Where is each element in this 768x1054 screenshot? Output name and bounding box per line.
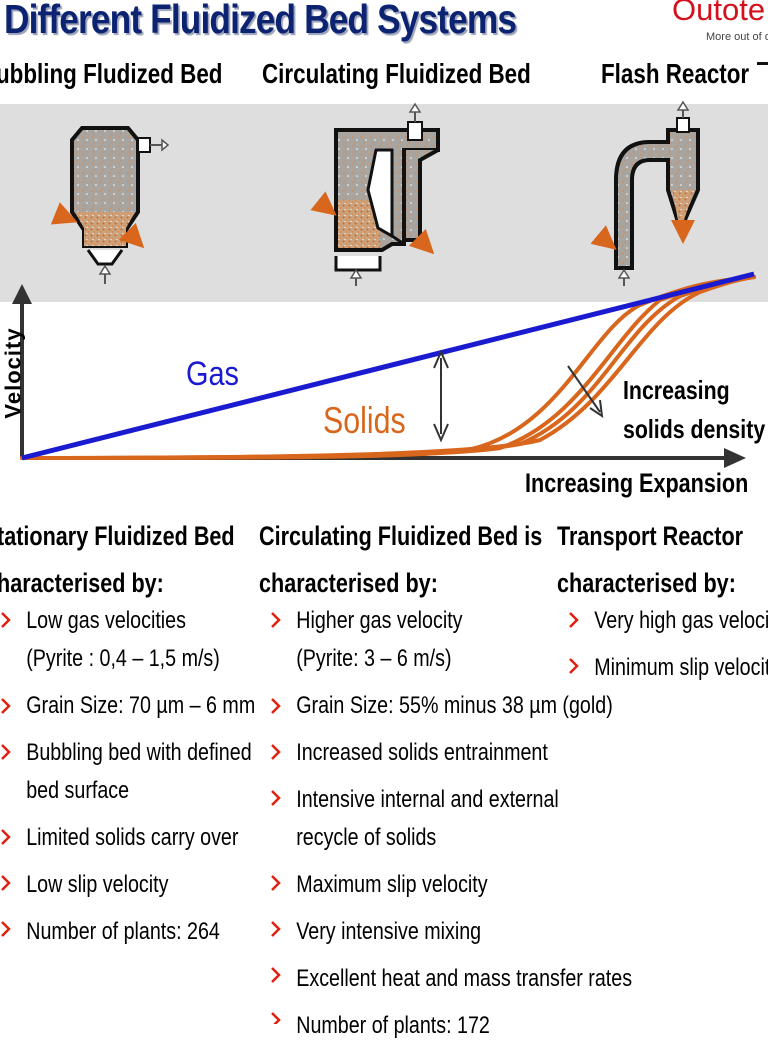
y-axis-label: Velocity	[0, 327, 26, 419]
density-label: Increasing solids density	[623, 371, 765, 449]
solids-label: Solids	[323, 400, 406, 441]
circulating-bed-reactor-icon	[310, 102, 440, 286]
list-item: Low slip velocity	[0, 866, 255, 904]
section-heading-transport: Transport Reactor characterised by:	[557, 513, 743, 607]
bullet-text: Intensive internal and external	[296, 786, 559, 813]
bullet-text: Minimum slip velocity	[594, 654, 768, 681]
section-heading-circulating: Circulating Fluidized Bed is characteris…	[259, 513, 542, 607]
bullet-text: Low slip velocity	[26, 871, 169, 898]
logo-tagline: More out of o	[706, 31, 768, 43]
section-heading-line: tationary Fluidized Bed	[0, 521, 235, 551]
bullet-text: Grain Size: 55% minus 38 µm (gold)	[296, 692, 613, 719]
column-header-flash: Flash Reactor	[601, 58, 750, 89]
x-axis-label: Increasing Expansion	[525, 468, 749, 498]
slip-velocity-arrow-icon	[433, 349, 449, 443]
divider	[757, 62, 768, 65]
company-logo: Outote	[672, 0, 766, 27]
bullet-text: Number of plants: 172	[296, 1012, 490, 1039]
list-item: Number of plants: 172	[270, 1007, 632, 1045]
list-item: Limited solids carry over	[0, 819, 255, 857]
bullet-text: bed surface	[26, 777, 130, 804]
list-item: Number of plants: 264	[0, 913, 255, 951]
list-item: Very high gas velocities	[568, 602, 768, 640]
slide-title: Different Fluidized Bed Systems	[4, 0, 517, 42]
bullet-text: Grain Size: 70 µm – 6 mm	[26, 692, 256, 719]
density-arrow-icon	[567, 365, 604, 419]
column-header-circulating: Circulating Fluidized Bed	[262, 58, 531, 89]
x-axis-arrow-icon	[724, 448, 746, 468]
y-axis-arrow-icon	[12, 284, 32, 304]
density-label-line-2: solids density	[623, 414, 766, 444]
bubbling-bed-reactor-icon	[50, 126, 170, 284]
bullet-text: Number of plants: 264	[26, 918, 220, 945]
section-heading-stationary: tationary Fluidized Bed haracterised by:	[0, 513, 235, 607]
bullet-list-stationary: Low gas velocities (Pyrite : 0,4 – 1,5 m/…	[0, 602, 255, 960]
bullet-text: Excellent heat and mass transfer rates	[296, 965, 633, 992]
section-heading-line: Circulating Fluidized Bed is	[259, 521, 543, 551]
bullet-text: (Pyrite : 0,4 – 1,5 m/s)	[26, 645, 220, 672]
bullet-text: Very intensive mixing	[296, 918, 482, 945]
list-item: Excellent heat and mass transfer rates	[270, 960, 632, 998]
gas-line	[21, 271, 755, 461]
section-heading-line: characterised by:	[557, 568, 736, 598]
list-item: Higher gas velocity (Pyrite: 3 – 6 m/s)	[270, 602, 632, 678]
list-item: Increased solids entrainment	[270, 734, 632, 772]
list-item: Low gas velocities (Pyrite : 0,4 – 1,5 m/…	[0, 602, 255, 678]
section-heading-line: Transport Reactor	[557, 521, 744, 551]
column-header-bubbling: ubbling Fludized Bed	[0, 58, 223, 89]
bullet-text: Low gas velocities	[26, 607, 186, 634]
bullet-text: Bubbling bed with defined	[26, 739, 252, 766]
gas-label: Gas	[186, 355, 240, 393]
list-item: Very intensive mixing	[270, 913, 632, 951]
section-heading-line: haracterised by:	[0, 568, 164, 598]
list-item: Maximum slip velocity	[270, 866, 632, 904]
bullet-text: Increased solids entrainment	[296, 739, 548, 766]
bullet-list-transport: Very high gas velocities Minimum slip ve…	[568, 602, 768, 696]
list-item: Intensive internal and external recycle o…	[270, 781, 632, 857]
fluidized-bed-diagram	[1, 100, 756, 1024]
density-label-line-1: Increasing	[623, 375, 730, 405]
bullet-text: (Pyrite: 3 – 6 m/s)	[296, 645, 452, 672]
list-item: Minimum slip velocity	[568, 649, 768, 687]
bullet-text: Maximum slip velocity	[296, 871, 488, 898]
bullet-text: Higher gas velocity	[296, 607, 463, 634]
section-heading-line: characterised by:	[259, 568, 438, 598]
bullet-text: Very high gas velocities	[594, 607, 768, 634]
bullet-chevrons	[1, 612, 579, 1024]
list-item: Bubbling bed with defined bed surface	[0, 734, 255, 810]
list-item: Grain Size: 70 µm – 6 mm	[0, 687, 255, 725]
bullet-text: Limited solids carry over	[26, 824, 239, 851]
bullet-text: recycle of solids	[296, 824, 437, 851]
flash-reactor-icon	[590, 100, 700, 286]
list-item: Grain Size: 55% minus 38 µm (gold)	[270, 687, 632, 725]
